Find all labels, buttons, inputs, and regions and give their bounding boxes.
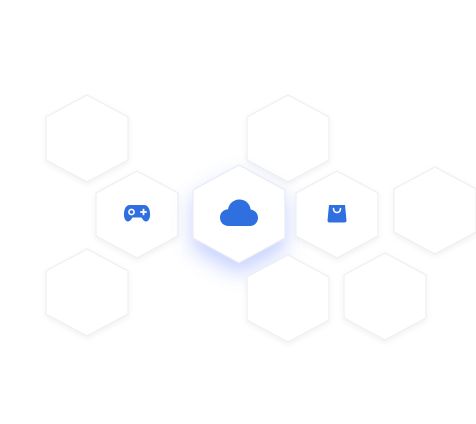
hex-tile-empty-2 <box>243 92 333 183</box>
shopping-bag-icon <box>327 205 347 223</box>
hex-tile-empty-5 <box>243 252 333 343</box>
hexagon-shape <box>246 94 330 183</box>
hexagon-shape <box>246 254 330 343</box>
hex-tile-empty-6 <box>340 250 430 341</box>
hex-tile-empty-1 <box>42 92 132 183</box>
hex-tile-bag[interactable] <box>292 168 382 259</box>
cloud-icon <box>220 199 258 226</box>
hex-tile-empty-3 <box>390 164 476 255</box>
hexagon-shape <box>45 248 129 337</box>
gamepad-icon <box>123 205 151 222</box>
hex-tile-empty-4 <box>42 246 132 337</box>
hex-tile-cloud[interactable] <box>189 163 289 264</box>
hexagon-shape <box>343 252 427 341</box>
hexagon-shape <box>45 94 129 183</box>
hexagon-shape <box>393 166 476 255</box>
hex-tile-gamepad[interactable] <box>92 168 182 259</box>
